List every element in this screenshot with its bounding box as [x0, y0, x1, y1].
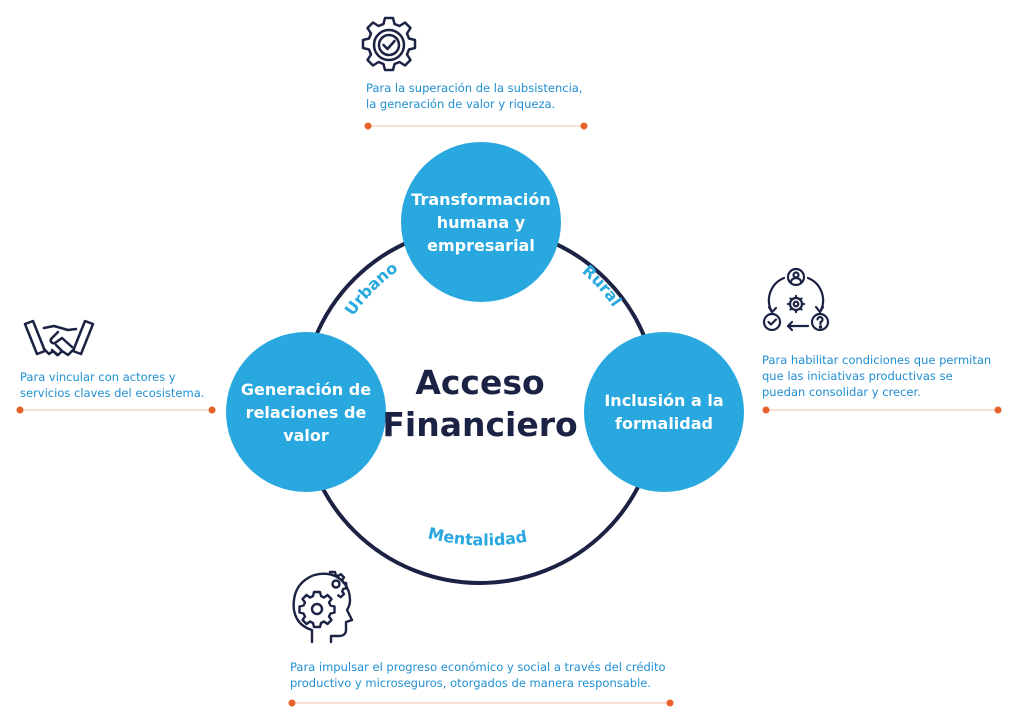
- handshake-icon: [23, 319, 95, 357]
- cycle-process-icon: [762, 267, 830, 332]
- node-top-circle: [401, 142, 561, 302]
- connector-left: [16, 406, 216, 414]
- connector-right: [762, 406, 1002, 414]
- node-right-label: Inclusión a la formalidad: [604, 391, 724, 433]
- connector-top: [364, 122, 588, 130]
- connector-bottom: [288, 699, 674, 707]
- node-top-label: Transformación humana y empresarial: [411, 189, 551, 255]
- arc-label-urbano: Urbano: [341, 258, 401, 319]
- arc-label-mentalidad: Mentalidad: [426, 523, 528, 549]
- desc-left: Para vincular con actores y servicios cl…: [20, 370, 205, 400]
- node-right-circle: [584, 332, 744, 492]
- arc-label-rural: Rural: [579, 261, 626, 310]
- gear-check-icon: [361, 16, 417, 72]
- center-title: Acceso Financiero: [382, 363, 578, 444]
- head-gears-icon: [292, 570, 354, 644]
- desc-bottom: Para impulsar el progreso económico y so…: [290, 660, 666, 690]
- node-left-label: Generación de relaciones de valor: [240, 379, 372, 445]
- node-left-circle: [226, 332, 386, 492]
- desc-right: Para habilitar condiciones que permitan …: [762, 353, 992, 399]
- desc-top: Para la superación de la subsistencia, l…: [366, 81, 583, 111]
